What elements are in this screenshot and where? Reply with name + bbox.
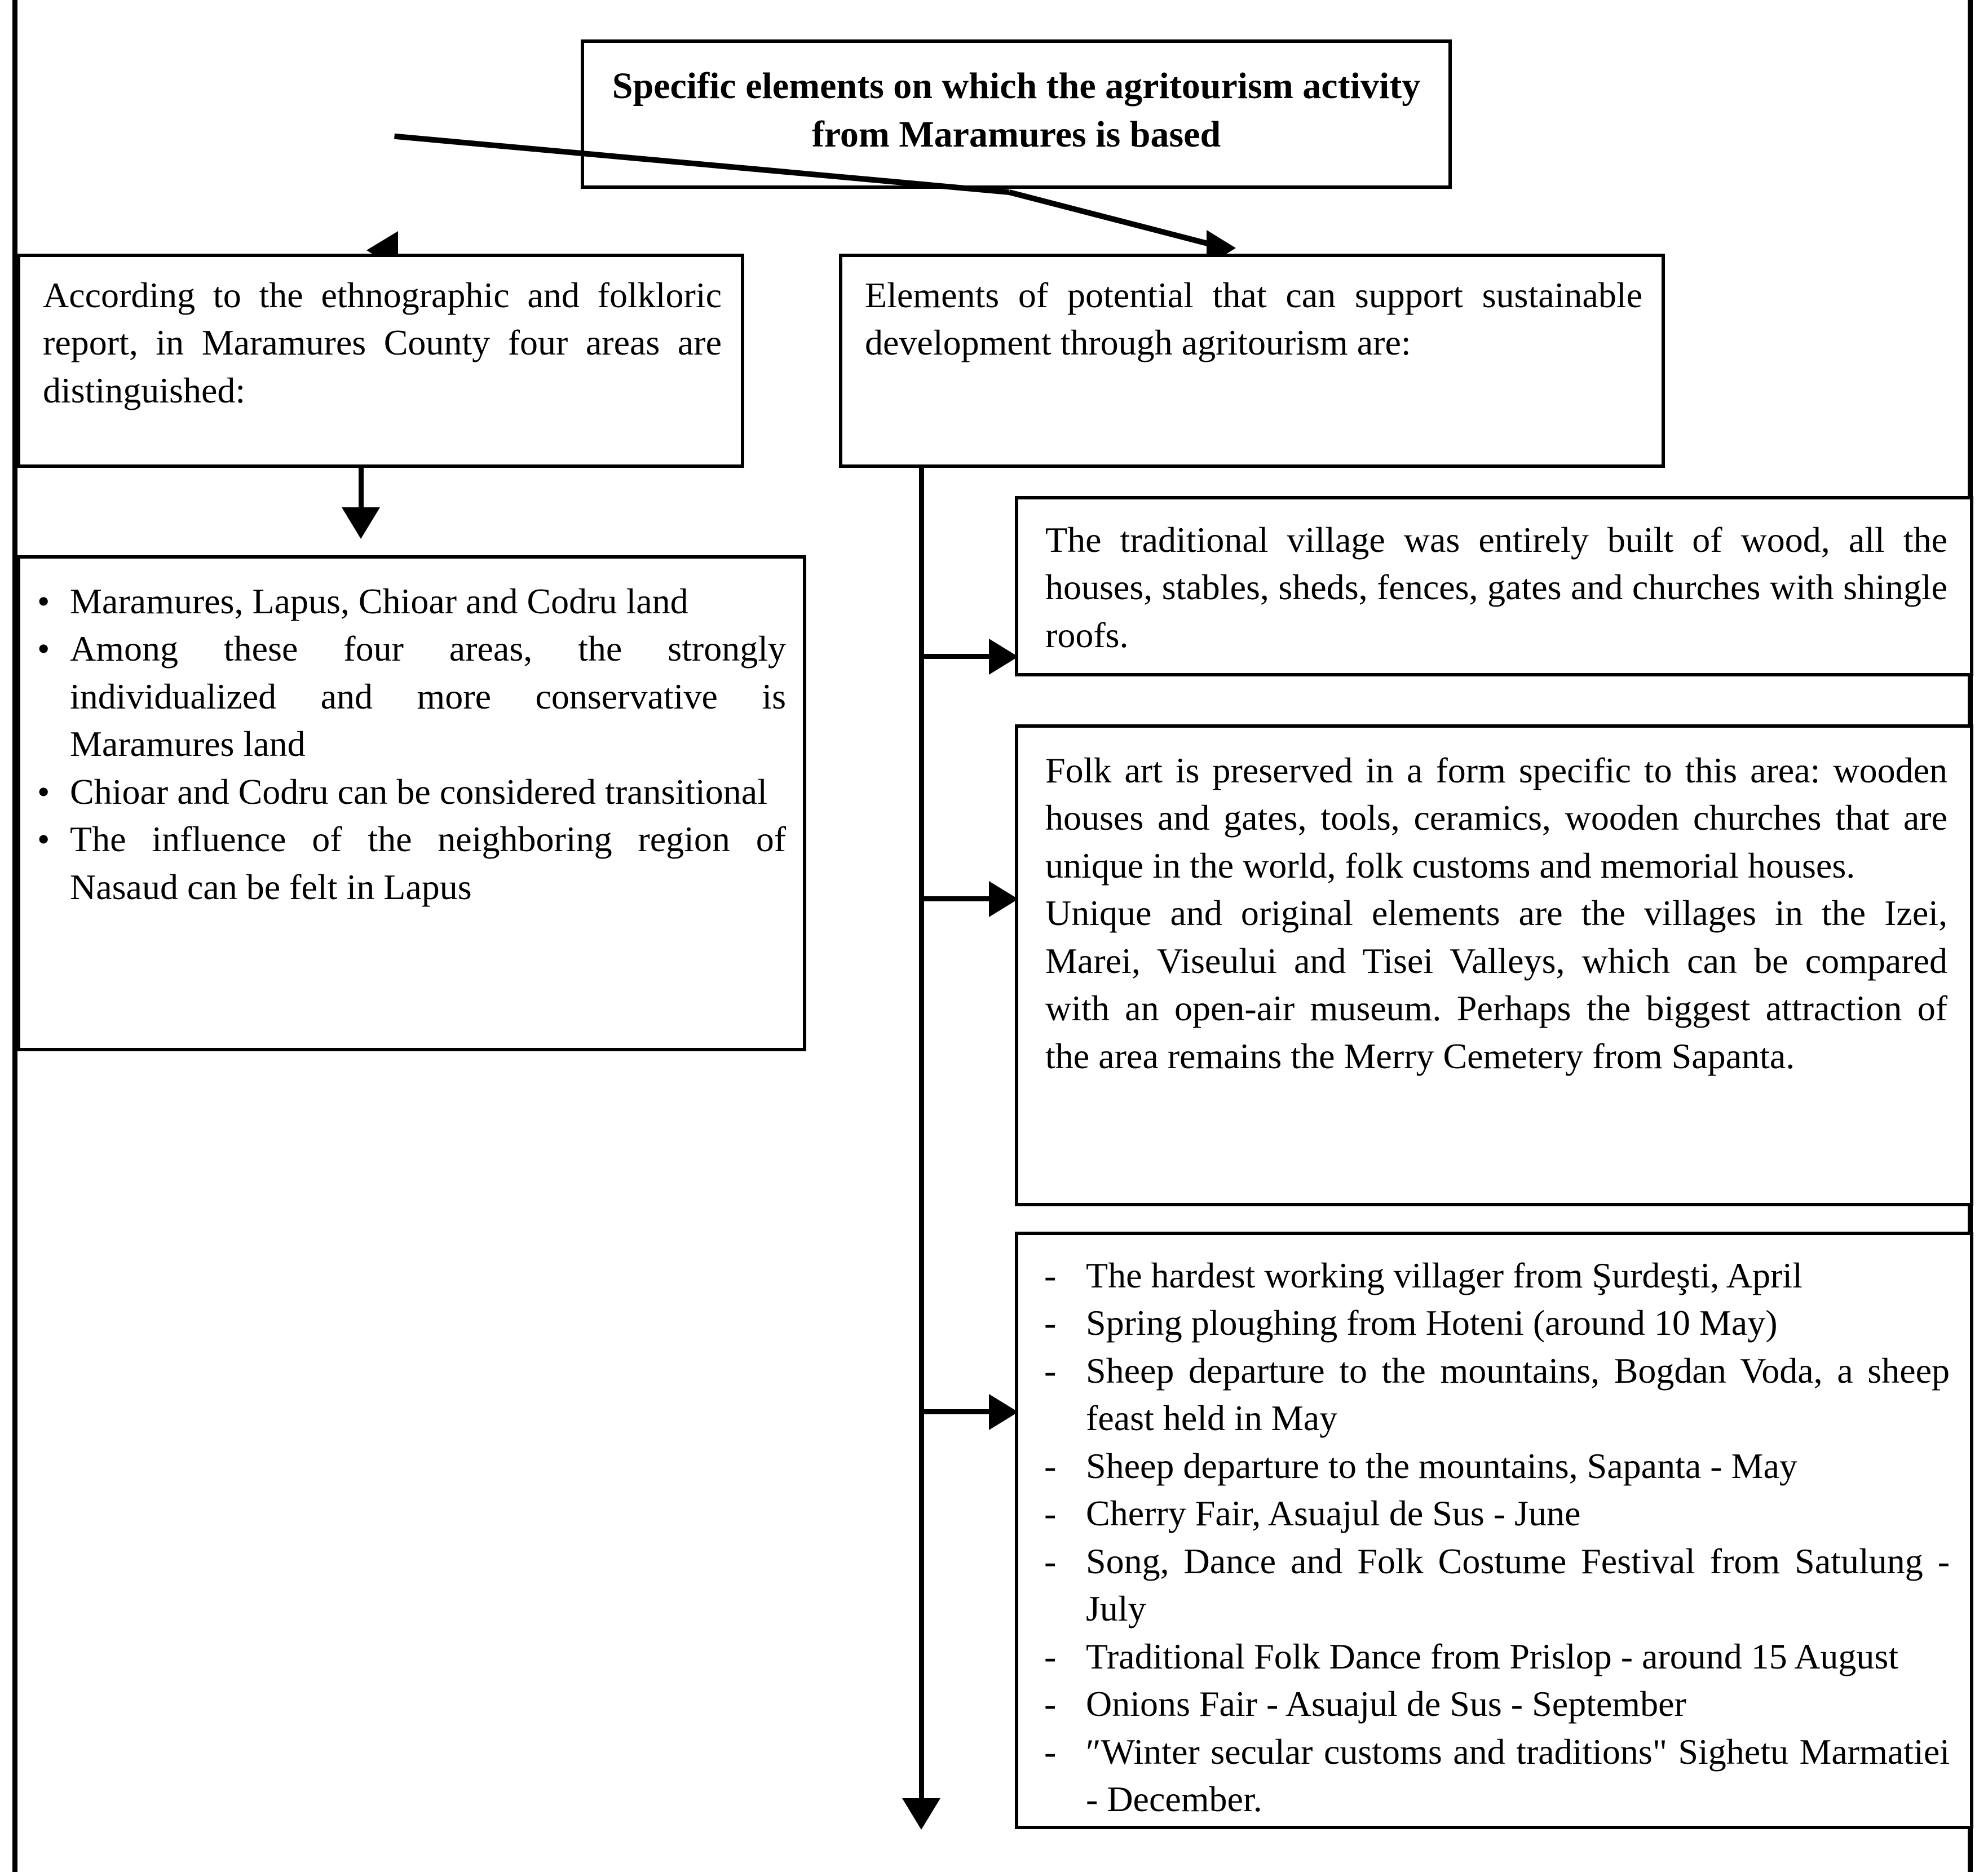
folk-art-box: Folk art is preserved in a form specific… bbox=[1015, 724, 1973, 1206]
list-item: Sheep departure to the mountains, Sapant… bbox=[1032, 1442, 1950, 1490]
list-item: Sheep departure to the mountains, Bogdan… bbox=[1032, 1347, 1950, 1442]
title-box: Specific elements on which the agritouri… bbox=[581, 39, 1452, 189]
connector-left-branch-to-areas bbox=[359, 468, 364, 530]
events-list: The hardest working villager from Şurdeş… bbox=[1032, 1252, 1950, 1824]
right-spine-connector bbox=[919, 468, 924, 1821]
list-item: Spring ploughing from Hoteni (around 10 … bbox=[1032, 1299, 1950, 1347]
events-box: The hardest working villager from Şurdeş… bbox=[1015, 1232, 1973, 1829]
list-item: Maramures, Lapus, Chioar and Codru land bbox=[33, 578, 786, 626]
arrow-spine-end-icon bbox=[902, 1798, 940, 1830]
list-item: The hardest working villager from Şurdeş… bbox=[1032, 1252, 1950, 1300]
arrow-areas-icon bbox=[342, 507, 380, 539]
arrow-folkart-icon bbox=[989, 881, 1018, 917]
title-box-text: Specific elements on which the agritouri… bbox=[612, 65, 1421, 155]
right-branch-box: Elements of potential that can support s… bbox=[839, 254, 1665, 468]
areas-bullet-list: Maramures, Lapus, Chioar and Codru land … bbox=[33, 578, 786, 911]
list-item: Song, Dance and Folk Costume Festival fr… bbox=[1032, 1538, 1950, 1633]
left-branch-box: According to the ethnographic and folklo… bbox=[17, 254, 744, 468]
page-frame-left bbox=[12, 0, 17, 1872]
list-item: Chioar and Codru can be considered trans… bbox=[33, 768, 786, 816]
traditional-village-box: The traditional village was entirely bui… bbox=[1015, 496, 1973, 676]
list-item: Among these four areas, the strongly ind… bbox=[33, 625, 786, 768]
traditional-village-text: The traditional village was entirely bui… bbox=[1045, 520, 1947, 655]
arrow-events-icon bbox=[989, 1394, 1018, 1430]
connector-title-to-right-branch bbox=[1008, 189, 1229, 251]
list-item: Cherry Fair, Asuajul de Sus - June bbox=[1032, 1490, 1950, 1538]
folk-art-paragraph-1: Folk art is preserved in a form specific… bbox=[1045, 750, 1947, 886]
right-branch-text: Elements of potential that can support s… bbox=[865, 275, 1642, 363]
list-item: ″Winter secular customs and traditions" … bbox=[1032, 1728, 1950, 1824]
left-branch-text: According to the ethnographic and folklo… bbox=[43, 275, 722, 410]
connector-spine-to-events bbox=[922, 1409, 996, 1414]
connector-spine-to-village bbox=[922, 654, 996, 659]
arrow-village-icon bbox=[989, 639, 1018, 675]
areas-box: Maramures, Lapus, Chioar and Codru land … bbox=[17, 555, 806, 1051]
folk-art-paragraph-2: Unique and original elements are the vil… bbox=[1045, 893, 1947, 1076]
connector-spine-to-folkart bbox=[922, 896, 996, 901]
list-item: The influence of the neighboring region … bbox=[33, 816, 786, 911]
list-item: Traditional Folk Dance from Prislop - ar… bbox=[1032, 1633, 1950, 1681]
list-item: Onions Fair - Asuajul de Sus - September bbox=[1032, 1680, 1950, 1728]
